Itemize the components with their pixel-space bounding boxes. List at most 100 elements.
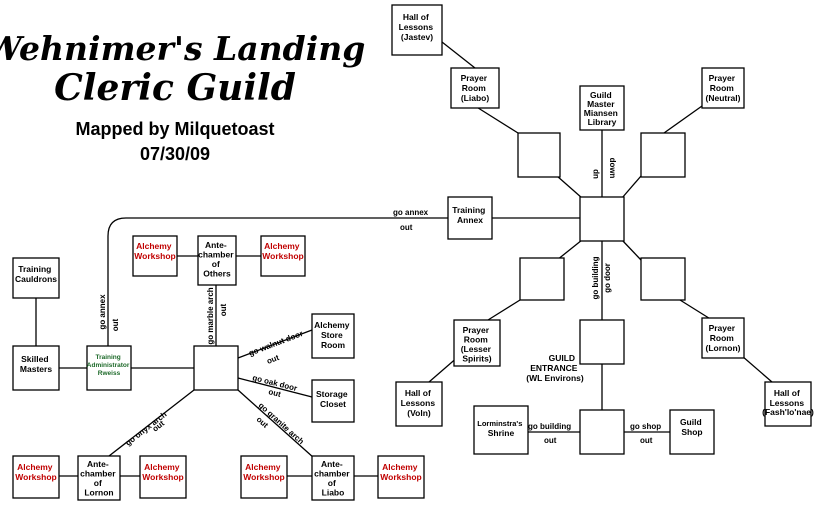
room-storage-closet: [311, 379, 355, 423]
svg-text:Hall of Lessons (Jaste: Hall of Lessons (Jastev): [399, 12, 436, 42]
room-marble-hub: [193, 345, 239, 391]
room-skilled-masters: [12, 345, 60, 391]
direction-out-oak: out: [268, 387, 283, 399]
svg-text:Prayer Room (Lesser: Prayer Room (Lesser Spirits): [461, 325, 494, 364]
room-label-line: Annex: [457, 215, 483, 225]
svg-text:Ante- chamber of L: Ante- chamber of Liabo: [314, 459, 352, 498]
room-alchemy-workshop-6: [377, 455, 425, 499]
room-label-line: ENTRANCE: [530, 363, 578, 373]
room-label-line: Ante-: [321, 459, 343, 469]
room-label-line: Ante-: [87, 459, 109, 469]
room-label-line: Alchemy: [245, 462, 281, 472]
room-label-line: Prayer: [709, 73, 736, 83]
room-antechamber-others: [197, 235, 237, 286]
room-label-line: (Fash'lo'nae): [762, 407, 814, 417]
room-label-line: Guild: [680, 417, 702, 427]
room-label-line: of: [328, 478, 336, 488]
room-prayer-lornon: [701, 317, 745, 359]
room-hall-of-lessons-voln: [395, 381, 443, 427]
room-label-line: (WL Environs): [526, 373, 584, 383]
svg-text:Skilled Masters: Skilled Masters: [20, 354, 52, 374]
room-label-line: Liabo: [322, 488, 345, 498]
room-unlabeled-nw: [517, 132, 561, 178]
svg-text:Prayer Room (Lornon): Prayer Room (Lornon): [706, 323, 741, 353]
room-label-line: Lessons: [770, 398, 805, 408]
room-label-line: Miansen: [584, 108, 618, 118]
room-label-line: (Jastev): [401, 32, 433, 42]
svg-text:Alchemy Store Room: Alchemy Store Room: [314, 320, 352, 350]
direction-out-top: out: [400, 223, 413, 232]
svg-text:Hall of Lessons (Voln): Hall of Lessons (Voln): [401, 388, 438, 418]
room-label-line: Hall of: [774, 388, 800, 398]
room-label-line: Workshop: [15, 472, 56, 482]
room-label-line: Hall of: [405, 388, 431, 398]
direction-go-annex-left: go annex: [98, 294, 107, 330]
direction-out-shop: out: [640, 436, 653, 445]
room-label-line: Skilled: [21, 354, 48, 364]
svg-text:Ante- chamber of O: Ante- chamber of Others: [198, 240, 236, 279]
room-label-line: Shrine: [488, 428, 515, 438]
room-training-administrator: [86, 345, 132, 391]
room-label-line: Lornon: [84, 488, 113, 498]
room-label-line: Training: [452, 205, 485, 215]
room-alchemy-workshop-5: [240, 455, 288, 499]
direction-out-walnut: out: [265, 353, 280, 366]
guild-entrance-label: GUILD ENTRANCE (WL Environs): [526, 353, 584, 383]
room-center-bottom: [579, 409, 625, 455]
room-label-line: (Neutral): [706, 93, 741, 103]
room-label-line: Ante-: [205, 240, 227, 250]
room-label-line: Prayer: [461, 73, 488, 83]
direction-out-shrine: out: [544, 436, 557, 445]
room-label-line: Rweiss: [98, 370, 121, 377]
direction-go-marble-arch: go marble arch: [206, 287, 215, 344]
map-title-line2: Cleric Guild: [54, 67, 296, 109]
map-author: Mapped by Milquetoast: [75, 119, 274, 139]
room-label-line: Training: [95, 354, 120, 361]
room-label-line: of: [94, 478, 102, 488]
room-label-line: Guild: [590, 90, 612, 100]
room-label-line: Training: [18, 264, 51, 274]
room-label-line: chamber: [80, 469, 116, 479]
room-guild-shop: [669, 409, 715, 455]
svg-text:Prayer Room (Neutral): Prayer Room (Neutral): [706, 73, 741, 103]
room-center-hub: [579, 196, 625, 242]
direction-go-shop: go shop: [630, 422, 661, 431]
room-label-line: Alchemy: [136, 241, 172, 251]
svg-text:Lorminstra's Shrine: Lorminstra's Shrine: [477, 418, 525, 438]
room-label-line: Workshop: [243, 472, 284, 482]
room-label-line: Masters: [20, 364, 52, 374]
room-guild-master-library: [579, 85, 625, 131]
room-lorminstras-shrine: [473, 405, 529, 455]
room-training-annex: [447, 196, 493, 240]
room-label-line: Alchemy: [264, 241, 300, 251]
map-title-line1: Wehnimer's Landing: [0, 29, 365, 68]
svg-text:Hall of Lessons (Fash': Hall of Lessons (Fash'lo'nae): [762, 388, 814, 417]
direction-go-building-center: go building: [591, 256, 600, 299]
room-alchemy-workshop-2: [260, 235, 306, 277]
room-label-line: Master: [587, 99, 615, 109]
direction-labels: up down go annex out go building go door…: [98, 158, 661, 448]
room-label-line: GUILD: [549, 353, 575, 363]
svg-text:Ante- chamber of L: Ante- chamber of Lornon: [80, 459, 118, 498]
room-label-line: Alchemy: [17, 462, 53, 472]
room-label-line: chamber: [314, 469, 350, 479]
room-label-line: Hall of: [403, 12, 429, 22]
direction-go-building-bottom: go building: [528, 422, 571, 431]
room-label-line: Lorminstra's: [477, 419, 522, 428]
room-label-line: Lessons: [401, 398, 436, 408]
room-alchemy-workshop-1: [132, 235, 178, 277]
room-alchemy-workshop-3: [12, 455, 60, 499]
room-label-line: Cauldrons: [15, 274, 57, 284]
room-label-line: Alchemy: [314, 320, 350, 330]
room-label-line: Workshop: [380, 472, 421, 482]
room-training-cauldrons: [12, 257, 60, 299]
direction-up: up: [591, 169, 600, 179]
direction-go-annex-top: go annex: [393, 208, 429, 217]
room-prayer-liabo: [450, 67, 500, 109]
room-label-line: (Voln): [407, 408, 431, 418]
room-antechamber-lornon: [77, 455, 121, 501]
direction-down: down: [608, 158, 617, 179]
room-label-line: Room: [710, 333, 735, 343]
room-label-line: Storage: [316, 389, 348, 399]
